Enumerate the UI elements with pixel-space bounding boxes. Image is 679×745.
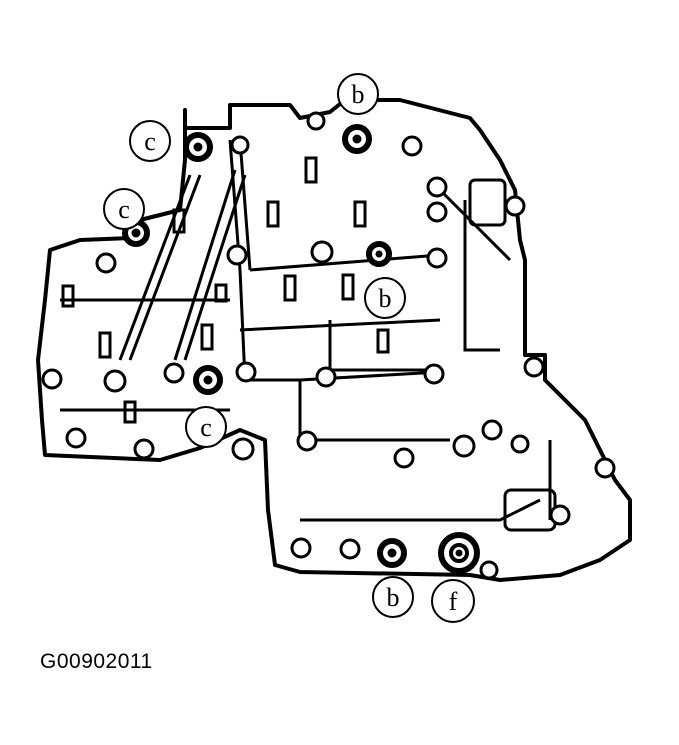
callout-f-bottom: f bbox=[431, 579, 475, 623]
mounting-holes bbox=[41, 111, 616, 580]
bolt-b-3 bbox=[377, 538, 407, 568]
callout-b-top: b bbox=[337, 73, 379, 115]
callouts: b c c b c b f bbox=[103, 73, 475, 623]
valve-slots bbox=[61, 156, 390, 424]
svg-text:c: c bbox=[118, 195, 130, 224]
callout-c-left: c bbox=[103, 188, 145, 230]
callout-c-top: c bbox=[129, 120, 171, 162]
bolt-b-1 bbox=[342, 124, 372, 154]
bolt-c-3 bbox=[193, 365, 223, 395]
bolt-f-1 bbox=[438, 532, 480, 574]
bolts bbox=[122, 124, 480, 574]
callout-b-bottom: b bbox=[372, 576, 414, 618]
svg-text:c: c bbox=[144, 127, 156, 156]
callout-c-bottom: c bbox=[185, 406, 227, 448]
svg-text:f: f bbox=[449, 587, 458, 616]
bolt-b-2 bbox=[366, 241, 392, 267]
svg-text:c: c bbox=[200, 413, 212, 442]
callout-b-middle: b bbox=[364, 277, 406, 319]
bolt-c-1 bbox=[183, 132, 213, 162]
svg-text:b: b bbox=[387, 583, 400, 612]
svg-text:b: b bbox=[379, 284, 392, 313]
figure-id: G00902011 bbox=[40, 650, 153, 673]
svg-text:b: b bbox=[352, 80, 365, 109]
